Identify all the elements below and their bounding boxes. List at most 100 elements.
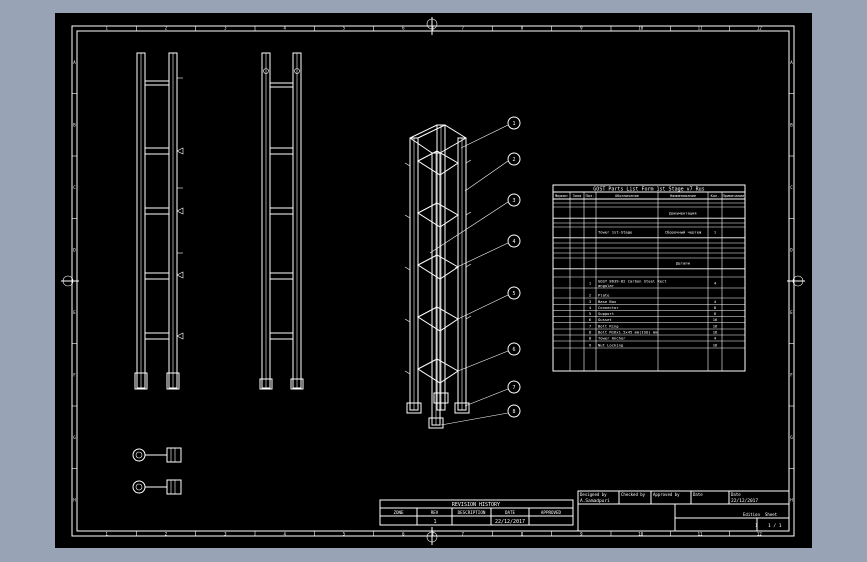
balloon-circle [507,404,521,418]
balloon-leader [464,160,509,192]
bom-row-position: 9 [589,343,592,348]
balloon-circle [507,234,521,248]
bom-row-quantity: 16 [713,317,718,322]
tower-isometric-view [404,124,472,429]
frame-tick-top: 2 [165,26,168,31]
frame-tick-right: E [790,310,793,315]
frame-tick-bottom: 4 [283,532,286,537]
frame-tick-left: D [73,247,76,252]
revision-date: 22/12/2017 [495,519,525,525]
approved-by-label: Approved by [653,492,680,497]
bom-row-quantity: 4 [714,281,717,286]
balloon-circle [507,342,521,356]
frame-tick-left: A [73,60,76,65]
sheet-label: Sheet [765,512,778,517]
balloon-number: 4 [512,239,515,245]
balloon-circle [507,193,521,207]
revision-rev: 1 [433,519,436,525]
bom-row-position: 6 [589,317,592,322]
frame-tick-bottom: 5 [343,532,346,537]
bom-row-position: 1 [589,281,592,286]
designer-name: A.Samadpuri [580,498,610,504]
bom-row-position: 2 [589,293,591,298]
bom-row-name: Детали [676,261,690,266]
title-block[interactable]: Designed by Checked by Approved by Date … [577,490,790,532]
frame-tick-top: 8 [521,26,524,31]
bom-row-quantity: 16 [713,330,718,335]
bom-header-cell: Примечание [723,194,745,198]
frame-tick-right: A [790,60,793,65]
revision-header-cell: DATE [505,510,516,515]
balloon-number: 3 [512,198,515,204]
bom-row-designation: Gusset [598,317,612,322]
checked-by-label: Checked by [621,492,646,497]
balloon-leader [464,388,509,407]
balloon-circle [507,380,521,394]
bom-row-designation: Nut Locking [598,343,623,348]
balloon-leader [454,242,509,269]
balloon-number: 5 [512,291,515,297]
frame-tick-right: F [790,372,793,377]
revision-header-cell: ZONE [393,510,404,515]
bom-row-position: 8 [589,336,592,341]
revision-header-cell: REV [431,510,439,515]
bom-row-position: 3 [589,299,591,304]
revision-title: REVISION HISTORY [452,502,500,508]
bom-row-designation: Tower 1st-Stage [598,230,633,235]
revision-header-cell: DESCRIPTION [458,510,486,515]
balloon-number: 7 [512,385,515,391]
bom-row: 9 Nut Locking 16 [589,343,718,348]
frame-tick-top: 9 [580,26,583,31]
bom-table[interactable]: GOST Parts List Form 1st Stage v7 Rus Фо… [552,184,746,372]
bom-row-name: Документация [669,211,696,216]
frame-tick-top: 4 [283,26,286,31]
bom-row-position: 8 [589,330,592,335]
frame-tick-top: 11 [698,26,703,31]
frame-tick-left: E [73,310,76,315]
bom-row-quantity: 16 [713,343,718,348]
frame-tick-bottom: 1 [105,532,108,537]
frame-tick-right: H [790,497,793,502]
outer-frame [76,30,790,532]
bom-header-cell: Кол. [711,194,720,198]
detail-view-bottom [132,479,182,495]
frame-tick-bottom: 10 [638,532,643,537]
tower-side-view [259,52,304,390]
balloon-number: 2 [512,157,515,163]
frame-tick-top: 5 [343,26,346,31]
balloon-number: 1 [512,121,515,127]
frame-tick-top: 3 [224,26,227,31]
frame-tick-right: D [790,247,793,252]
frame-tick-bottom: 11 [698,532,703,537]
inner-frame [71,25,795,537]
balloon-leader [440,412,509,426]
bom-row: Детали [676,261,690,266]
bom-row-quantity: 4 [714,336,717,341]
bom-row-designation: Connector [598,305,619,310]
bom-row-name: Сборочный чертеж [665,230,702,235]
frame-tick-bottom: 7 [461,532,464,537]
frame-tick-left: C [73,185,76,190]
center-mark-top [426,17,438,35]
bom-header-cell: Наименование [670,194,696,198]
bom-row-quantity: 4 [714,299,717,304]
sheet-value: 1 / 1 [768,523,782,529]
balloon-leader [429,201,509,254]
frame-tick-bottom: 8 [521,532,524,537]
balloon-number: 6 [512,347,515,353]
center-mark-bottom [426,527,438,545]
frame-tick-bottom: 12 [757,532,762,537]
